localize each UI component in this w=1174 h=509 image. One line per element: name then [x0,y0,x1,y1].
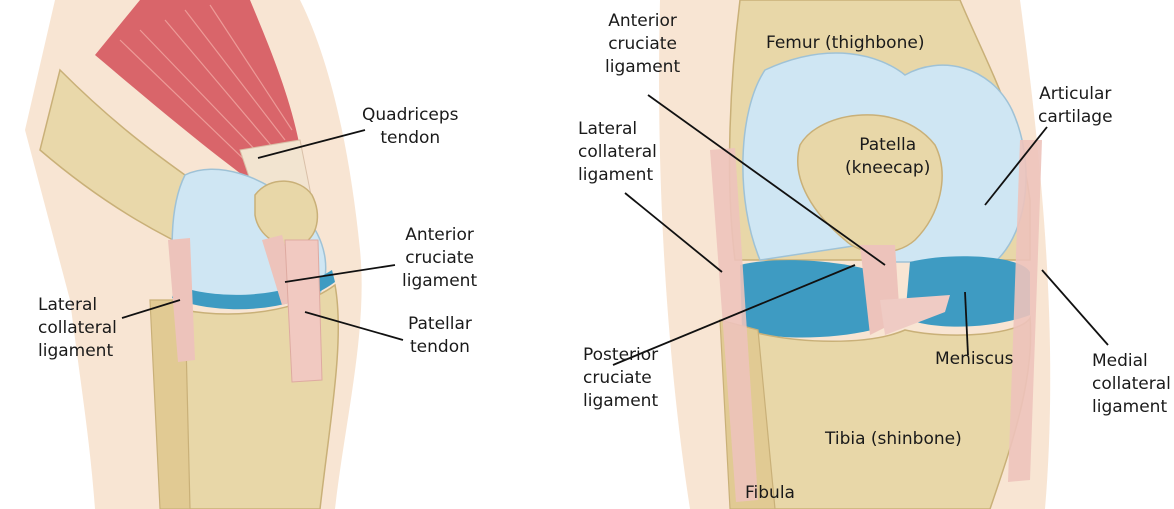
label-anterior-cruciate-ligament-left: Anterior cruciate ligament [402,224,477,293]
label-tibia: Tibia (shinbone) [825,428,962,451]
label-anterior-cruciate-ligament-right: Anterior cruciate ligament [605,10,680,79]
label-lateral-collateral-ligament-left: Lateral collateral ligament [38,294,117,363]
label-femur: Femur (thighbone) [766,32,924,55]
label-lateral-collateral-ligament-right: Lateral collateral ligament [578,118,657,187]
label-posterior-cruciate-ligament: Posterior cruciate ligament [583,344,658,413]
label-medial-collateral-ligament: Medial collateral ligament [1092,350,1171,419]
side-view-knee [25,0,362,509]
label-patella: Patella (kneecap) [845,134,930,180]
label-meniscus: Meniscus [935,348,1013,371]
label-fibula: Fibula [745,482,795,505]
label-quadriceps-tendon: Quadriceps tendon [362,104,459,150]
label-patellar-tendon: Patellar tendon [408,313,472,359]
label-articular-cartilage: Articular cartilage [1038,83,1113,129]
